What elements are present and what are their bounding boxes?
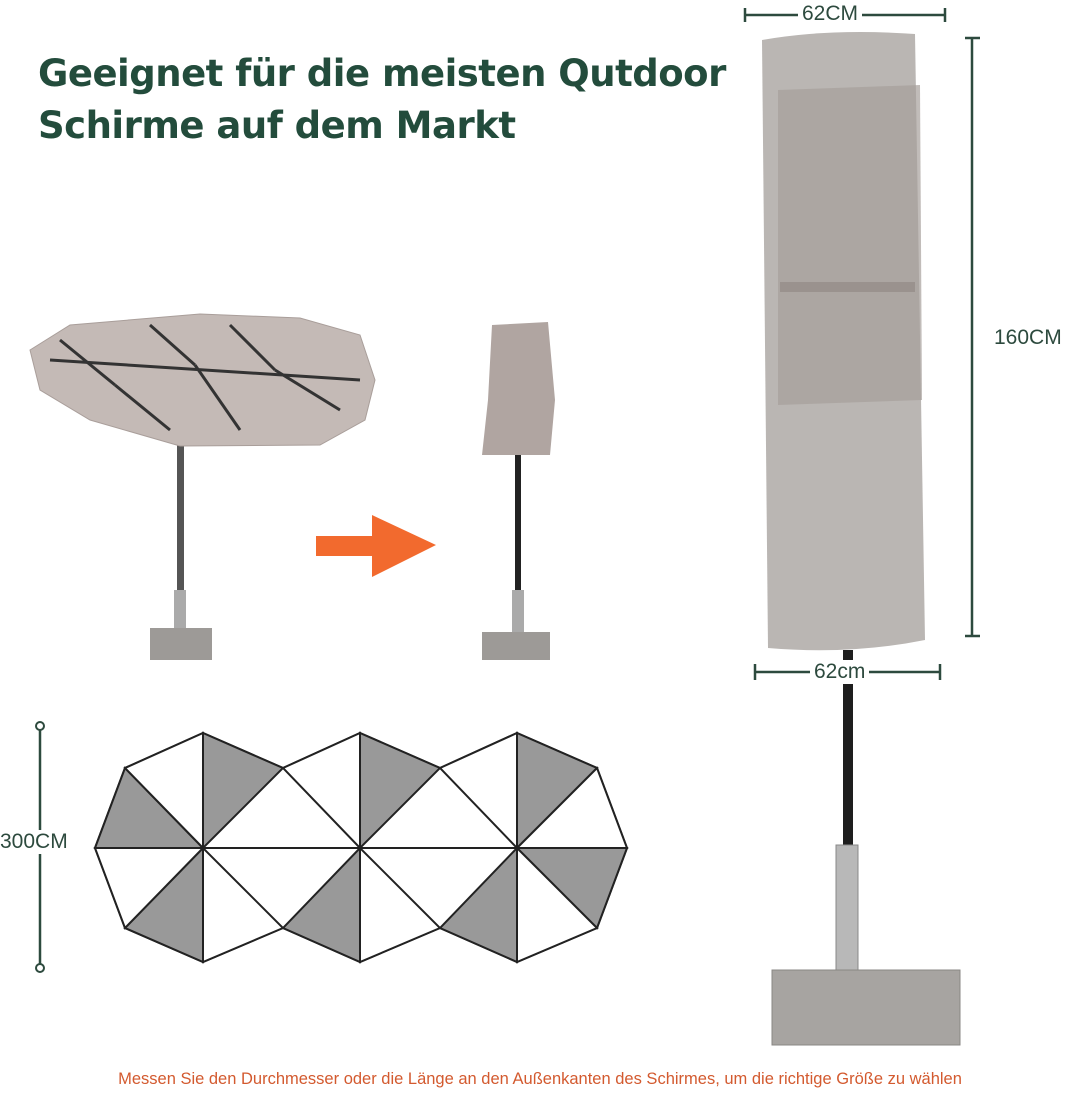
umbrella-diameter-label: 300CM [0,830,72,854]
canopy-wedge [359,731,442,851]
title-line-2: Schirme auf dem Markt [38,104,516,147]
title-line-1: Geeignet für die meisten Qutdoor [38,52,726,95]
canopy-pattern-diagram [93,731,629,964]
footer-note: Messen Sie den Durchmesser oder die Läng… [118,1070,962,1088]
arrow-right-icon [316,515,436,577]
closed-umbrella-image [482,322,555,660]
page-title: Geeignet für die meisten Qutdoor Schirme… [38,48,726,152]
open-umbrella-image [29,313,376,660]
cover-top-width-label: 62CM [798,2,863,26]
cover-height-label: 160CM [990,326,1066,350]
canopy-wedge [438,845,518,964]
canopy-wedge [281,845,361,964]
canopy-wedge [202,731,285,851]
umbrella-cover-image [762,32,961,1046]
cover-bottom-width-label: 62cm [810,660,870,684]
